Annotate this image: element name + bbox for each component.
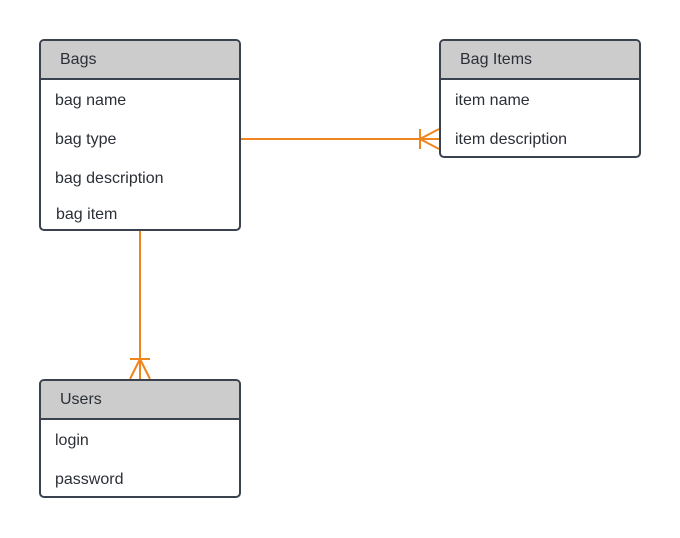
field-password: password — [55, 471, 124, 488]
relationship-bags-users — [129, 231, 151, 380]
field-login: login — [55, 432, 89, 449]
field-bag-type: bag type — [55, 131, 117, 148]
entity-title: Bags — [41, 41, 239, 80]
field-item-description: item description — [455, 131, 568, 148]
entity-bag-items[interactable]: Bag Items item name item description — [439, 39, 641, 158]
entity-users[interactable]: Users login password — [39, 379, 241, 498]
field-bag-description: bag description — [55, 170, 164, 187]
field-item-name: item name — [455, 92, 530, 109]
field-bag-item: bag item — [56, 206, 118, 223]
field-bag-name: bag name — [55, 92, 127, 109]
relationship-bags-bag-items — [241, 128, 440, 150]
entity-title: Users — [41, 381, 239, 420]
entity-bags[interactable]: Bags bag name bag type bag description b… — [39, 39, 241, 231]
entity-title: Bag Items — [441, 41, 639, 80]
